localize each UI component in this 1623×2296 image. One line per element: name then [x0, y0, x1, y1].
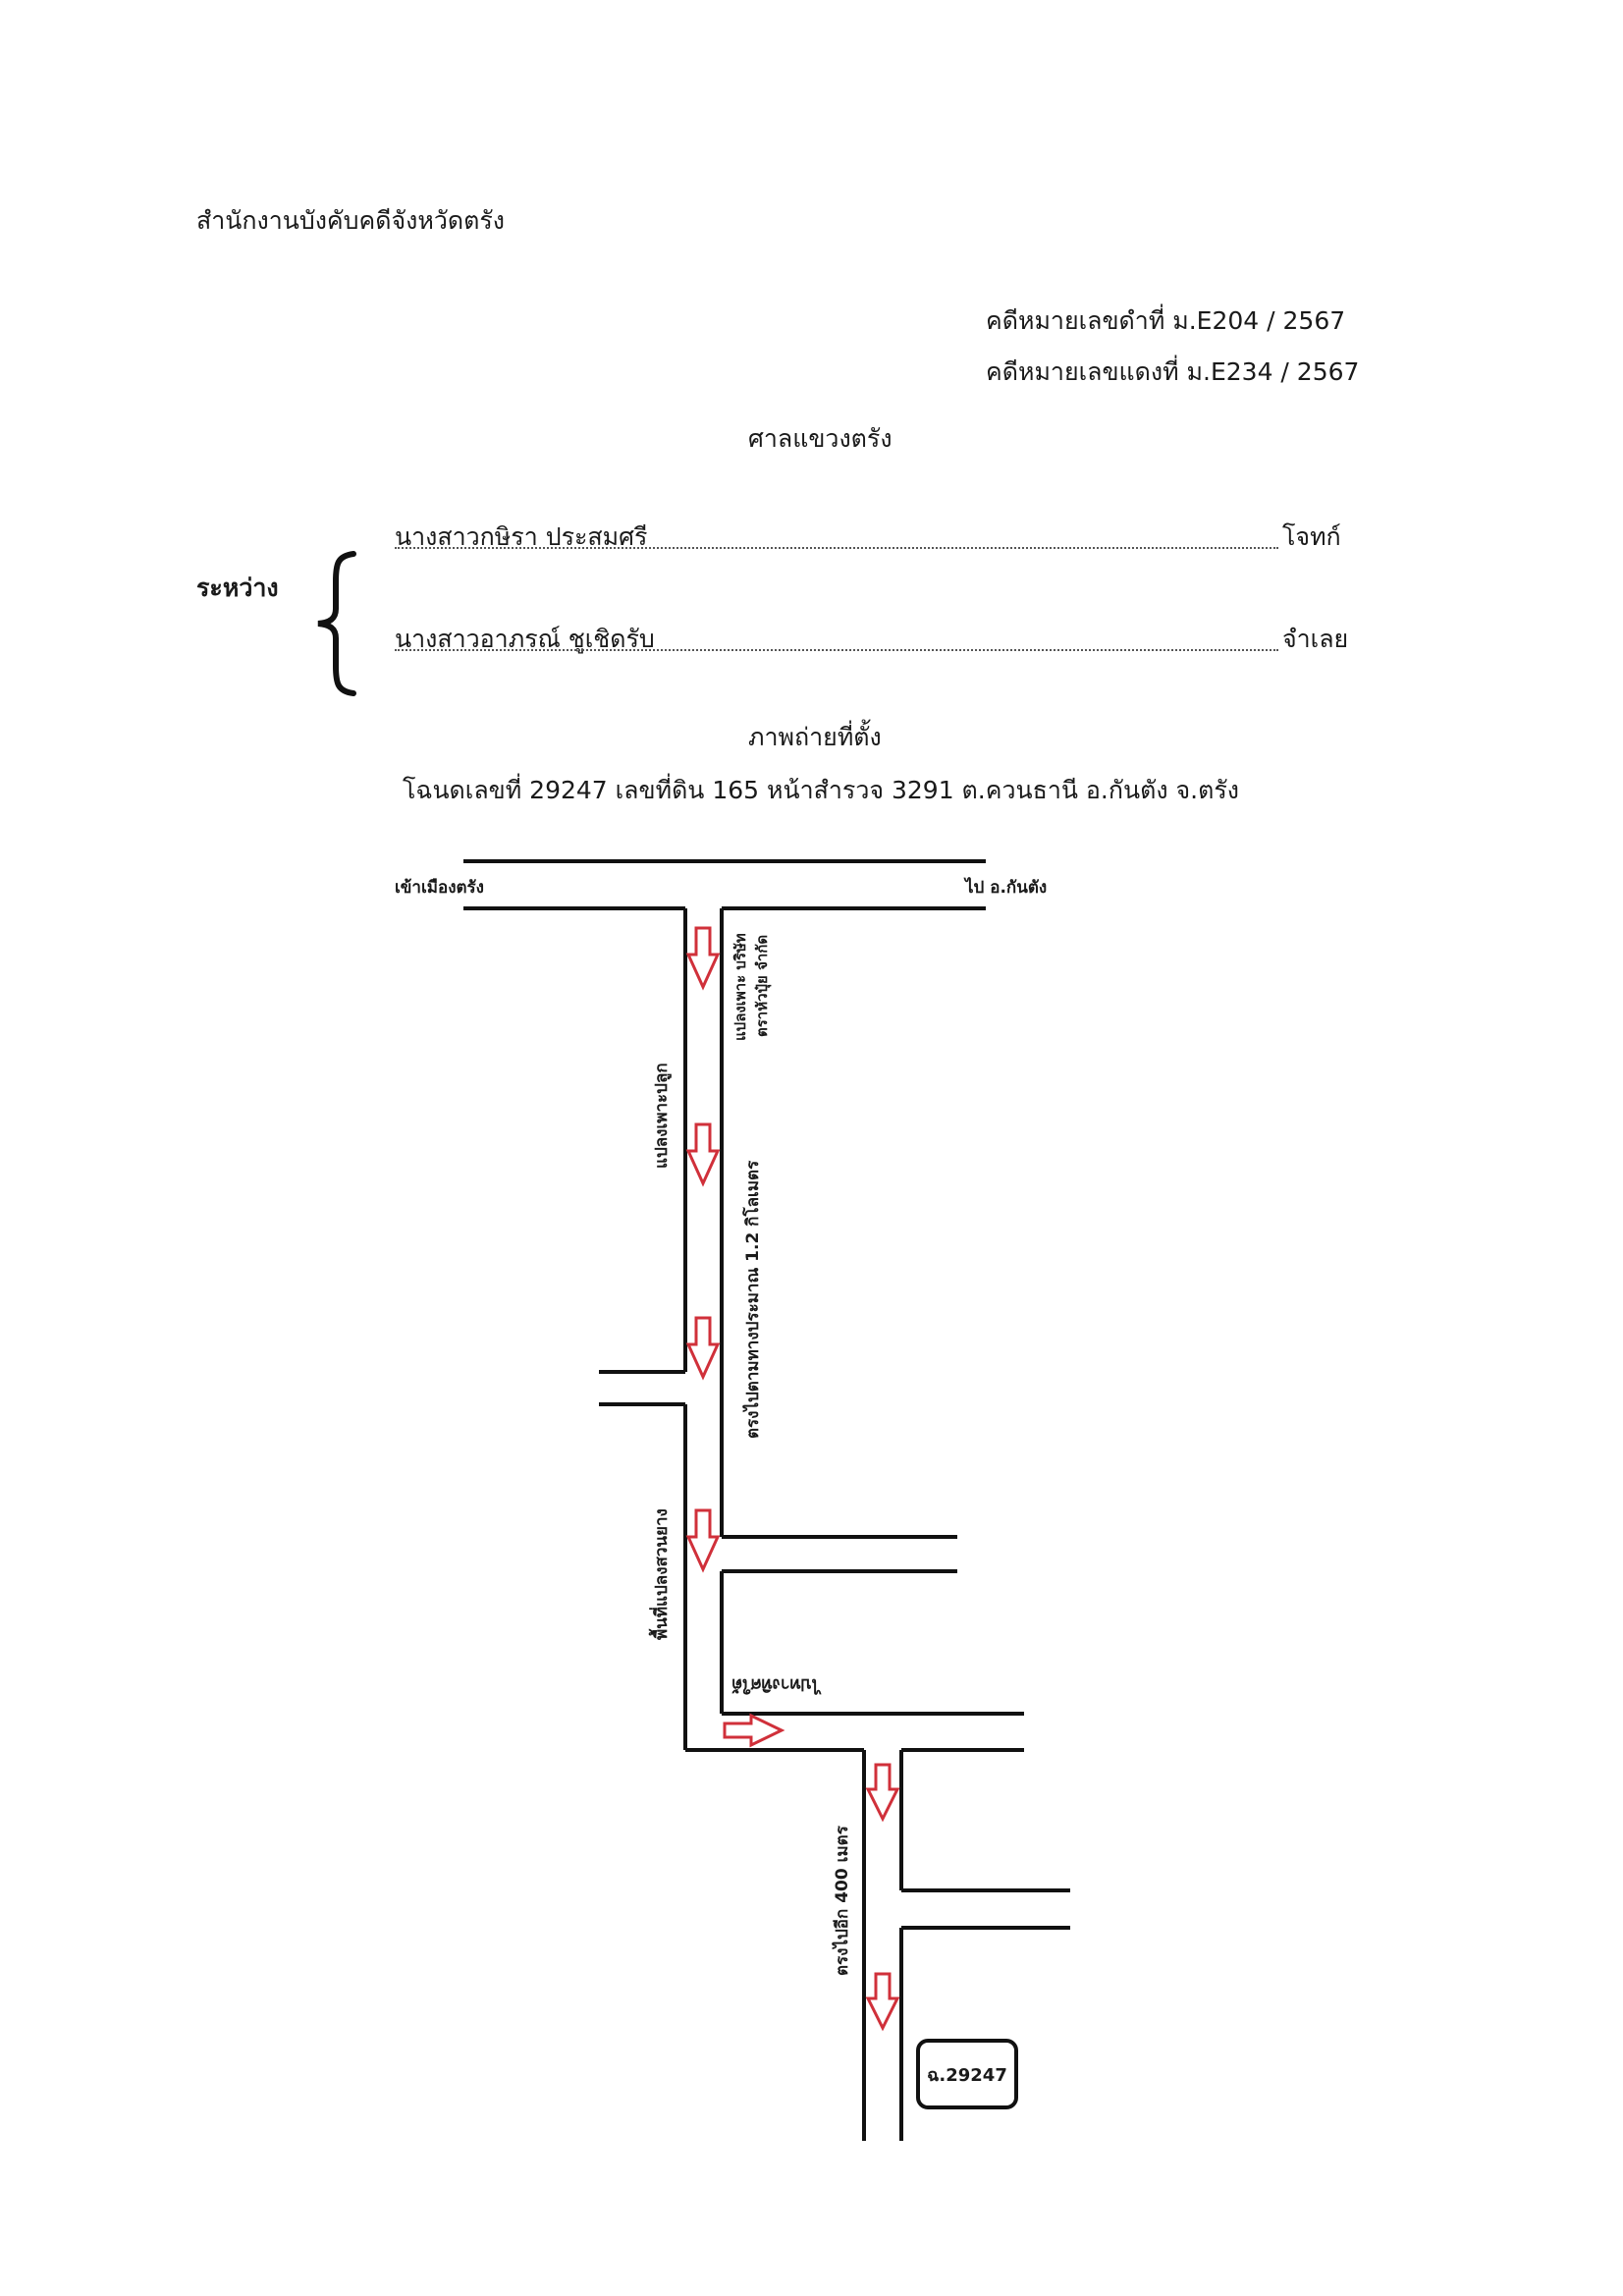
plaintiff-role: โจทก์: [1282, 522, 1341, 551]
label-straight-400m: ตรงไปอีก 400 เมตร: [832, 1825, 852, 1976]
defendant-name: นางสาวอาภรณ์ ชูเชิดรับ: [395, 625, 655, 653]
location-title: ภาพถ่ายที่ตั้ง: [748, 723, 882, 751]
black-case-number: คดีหมายเลขดำที่ ม.E204 / 2567: [986, 306, 1346, 335]
court-name: ศาลแขวงตรัง: [748, 424, 893, 453]
plaintiff-dotted-line: [395, 547, 1278, 549]
defendant-dotted-line: [395, 649, 1278, 651]
label-turn: ไปทางทิศใต้: [731, 1674, 822, 1695]
down-arrow-2: [685, 1122, 721, 1187]
deed-marker-label: ฉ.29247: [927, 2065, 1007, 2086]
down-arrow-5: [865, 1763, 900, 1823]
red-case-number: คดีหมายเลขแดงที่ ม.E234 / 2567: [986, 357, 1360, 386]
label-company-plot-1: แปลงเพาะ บริษัท: [731, 933, 749, 1041]
deed-details: โฉนดเลขที่ 29247 เลขที่ดิน 165 หน้าสำรวจ…: [403, 776, 1239, 804]
office-name: สำนักงานบังคับคดีจังหวัดตรัง: [196, 206, 505, 235]
plaintiff-name: นางสาวกษิรา ประสมศรี: [395, 522, 648, 551]
curly-brace: [317, 551, 356, 696]
defendant-role: จำเลย: [1282, 625, 1349, 653]
label-to-kantang: ไป อ.กันตัง: [963, 877, 1047, 898]
between-label: ระหว่าง: [196, 574, 279, 602]
deed-marker-box: [916, 2039, 1018, 2109]
down-arrow-3: [685, 1316, 721, 1381]
label-company-plot-2: ตราหัวปุ๋ย จำกัด: [753, 935, 772, 1037]
down-arrow-1: [685, 926, 721, 991]
label-rubber-plot: พื้นที่แปลงสวนยาง: [648, 1508, 672, 1640]
label-to-trang: เข้าเมืองตรัง: [395, 877, 484, 898]
down-arrow-4: [685, 1508, 721, 1573]
label-straight-1-2km: ตรงไปตามทางประมาณ 1.2 กิโลเมตร: [742, 1160, 763, 1439]
right-arrow: [723, 1713, 785, 1748]
label-cultivation-plot: แปลงเพาะปลูก: [652, 1063, 673, 1169]
down-arrow-6: [865, 1972, 900, 2032]
